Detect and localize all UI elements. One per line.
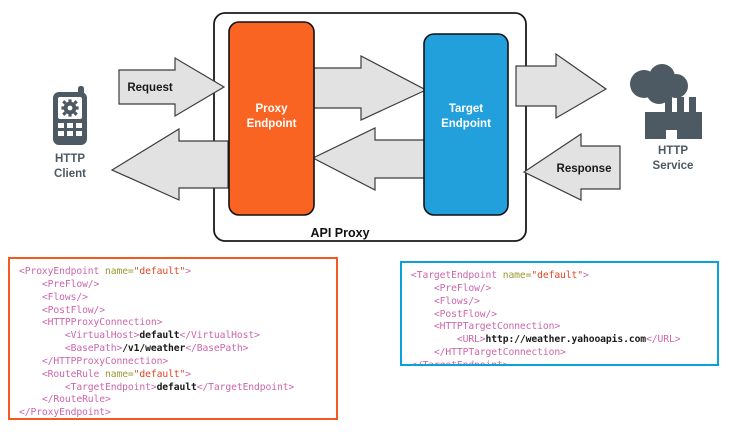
code-line: <PreFlow/> (433, 282, 492, 294)
code-line: <Flows/> (41, 291, 88, 303)
http-client-label-line1: HTTP (55, 153, 85, 165)
proxy-endpoint-box[interactable] (228, 21, 315, 216)
code-line: <Flows/> (433, 295, 480, 307)
proxy-endpoint-label-line1: Proxy (256, 103, 289, 115)
code-line: <BasePath>/v1/weather</BasePath> (64, 343, 249, 355)
target-endpoint-label-line2: Endpoint (441, 118, 491, 130)
api-proxy-caption: API Proxy (310, 226, 369, 240)
code-line: </HTTPProxyConnection> (41, 355, 169, 367)
code-line: <PreFlow/> (41, 278, 100, 290)
code-line: <RouteRule name="default"> (41, 368, 191, 380)
code-line: </TargetEndpoint> (411, 359, 509, 366)
proxy-endpoint-xml: <ProxyEndpoint name="default"> <PreFlow/… (19, 266, 328, 419)
code-line: <ProxyEndpoint name="default"> (19, 266, 191, 277)
target-to-service-arrow (515, 52, 608, 120)
code-line: </ProxyEndpoint> (19, 407, 111, 419)
target-endpoint-label-line1: Target (449, 103, 483, 115)
target-to-proxy-arrow (311, 127, 427, 191)
target-endpoint-code-panel: <TargetEndpoint name="default"> <PreFlow… (400, 261, 719, 366)
proxy-endpoint-code-panel: <ProxyEndpoint name="default"> <PreFlow/… (8, 257, 338, 420)
code-line: <PostFlow/> (433, 308, 497, 320)
http-client-label-line2: Client (54, 168, 86, 180)
code-line: <VirtualHost>default</VirtualHost> (64, 330, 260, 342)
request-arrow (118, 56, 226, 118)
proxy-to-target-arrow (313, 55, 428, 121)
response-arrow (522, 132, 621, 201)
code-line: </HTTPTargetConnection> (433, 347, 566, 359)
target-endpoint-box[interactable] (423, 33, 509, 216)
code-line: <HTTPTargetConnection> (433, 321, 561, 333)
target-endpoint-xml: <TargetEndpoint name="default"> <PreFlow… (411, 270, 709, 366)
code-line: <HTTPProxyConnection> (41, 317, 163, 329)
code-line: <PostFlow/> (41, 304, 105, 316)
code-line: <TargetEndpoint name="default"> (411, 270, 589, 281)
http-service-label-line1: HTTP (658, 145, 688, 157)
code-line: <URL>http://weather.yahooapis.com</URL> (456, 334, 681, 346)
code-line: </RouteRule> (41, 394, 111, 406)
proxy-endpoint-label-line2: Endpoint (247, 118, 297, 130)
request-arrow-label: Request (127, 82, 173, 94)
response-arrow-label: Response (557, 163, 612, 175)
http-client-icon (53, 86, 87, 145)
api-proxy-flow-diagram: Request Response Proxy Endpoint Target E… (53, 12, 702, 242)
http-service-icon (630, 64, 702, 141)
http-service-label-line2: Service (653, 160, 694, 172)
proxy-to-client-arrow (110, 127, 229, 201)
code-line: <TargetEndpoint>default</TargetEndpoint> (64, 381, 295, 393)
